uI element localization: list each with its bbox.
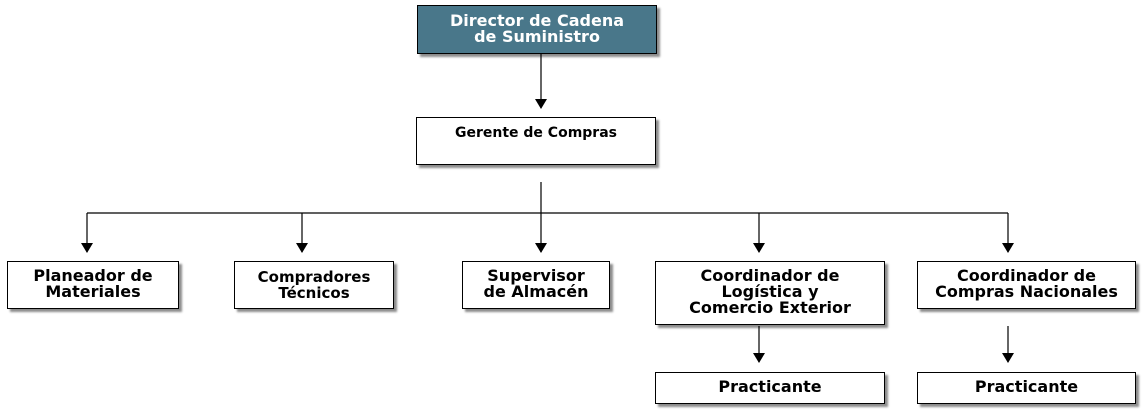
node-gerente-label: Gerente de Compras	[455, 125, 617, 141]
node-practicante-logistica: Practicante	[655, 372, 885, 404]
node-practicante-logistica-label: Practicante	[718, 377, 822, 396]
node-coord-logistica: Coordinador de Logística y Comercio Exte…	[655, 261, 885, 325]
node-director-label: Director de Cadena de Suministro	[450, 11, 624, 46]
node-practicante-compras: Practicante	[917, 372, 1136, 404]
node-director: Director de Cadena de Suministro	[417, 5, 657, 54]
node-supervisor: Supervisor de Almacén	[462, 261, 610, 309]
node-coord-compras: Coordinador de Compras Nacionales	[917, 261, 1136, 309]
node-coord-logistica-label: Coordinador de Logística y Comercio Exte…	[689, 266, 851, 317]
node-planeador-label: Planeador de Materiales	[33, 266, 153, 301]
node-compradores: Compradores Técnicos	[234, 261, 394, 309]
node-supervisor-label: Supervisor de Almacén	[483, 266, 589, 301]
node-compradores-label: Compradores Técnicos	[257, 268, 371, 302]
node-planeador: Planeador de Materiales	[7, 261, 179, 309]
node-coord-compras-label: Coordinador de Compras Nacionales	[935, 266, 1118, 301]
node-practicante-compras-label: Practicante	[974, 377, 1079, 396]
node-gerente: Gerente de Compras	[416, 117, 656, 165]
